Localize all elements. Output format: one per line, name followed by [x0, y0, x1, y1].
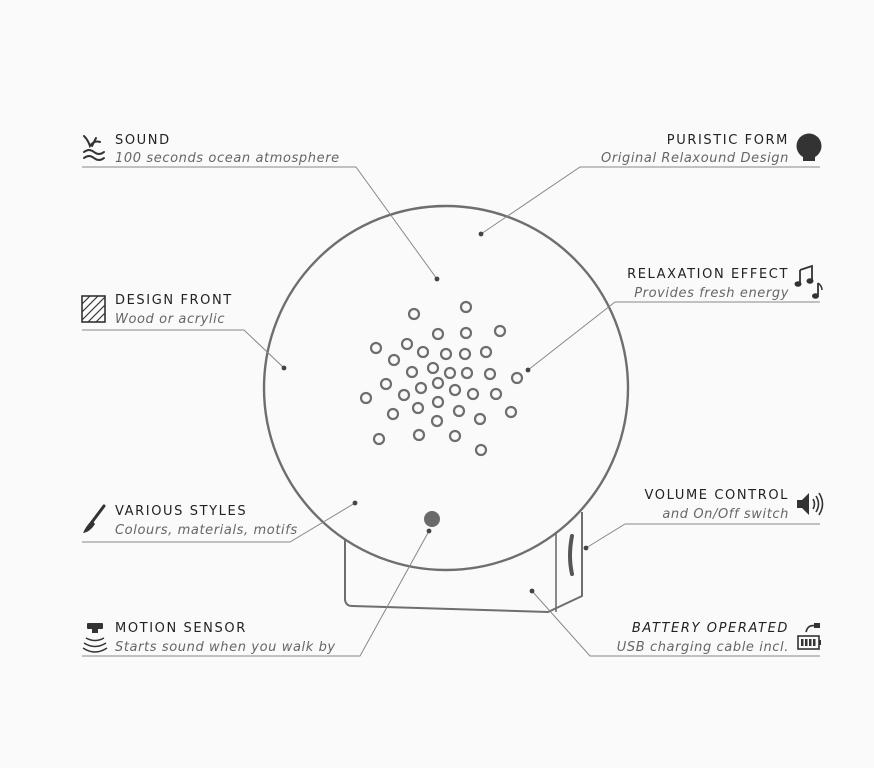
motion-sensor-subtitle: Starts sound when you walk by [115, 640, 336, 655]
speaker-hole [386, 407, 400, 421]
puristic-form-subtitle: Original Relaxound Design [601, 151, 789, 166]
hatched-square-icon [81, 295, 106, 323]
speaker-hole [448, 383, 462, 397]
speaker-hole [397, 388, 411, 402]
leader-lines [82, 166, 820, 657]
speaker-hole [459, 326, 473, 340]
anchor-relaxation-effect [525, 367, 531, 373]
label-motion-sensor: MOTION SENSOR Starts sound when you walk… [115, 621, 336, 655]
anchor-motion-sensor [426, 528, 432, 534]
speaker-hole [448, 429, 462, 443]
speaker-hole [473, 412, 487, 426]
speaker-icon [797, 492, 824, 516]
various-styles-title: VARIOUS STYLES [115, 504, 247, 519]
various-styles-subtitle: Colours, materials, motifs [115, 523, 298, 538]
leader-sound [82, 166, 438, 280]
speaker-hole [416, 345, 430, 359]
label-various-styles: VARIOUS STYLES Colours, materials, motif… [115, 504, 298, 538]
sound-subtitle: 100 seconds ocean atmosphere [115, 151, 340, 166]
leader-battery-operated [531, 590, 820, 657]
leader-design-front [82, 329, 285, 369]
anchor-various-styles [352, 500, 358, 506]
speaker-hole [411, 401, 425, 415]
relaxation-effect-subtitle: Provides fresh energy [634, 286, 789, 301]
speaker-hole [460, 366, 474, 380]
speaker-hole [459, 300, 473, 314]
speaker-hole [439, 347, 453, 361]
speaker-hole [426, 361, 440, 375]
speaker-grille [359, 300, 524, 457]
anchor-volume-control [583, 545, 589, 551]
battery-plug-icon [797, 623, 821, 650]
label-design-front: DESIGN FRONT Wood or acrylic [115, 293, 233, 327]
speaker-hole [458, 347, 472, 361]
device-sphere [262, 204, 630, 572]
speaker-hole [474, 443, 488, 457]
speaker-hole [405, 365, 419, 379]
leader-volume-control [585, 523, 820, 549]
anchor-sound [434, 276, 440, 282]
speaker-hole [510, 371, 524, 385]
brush-icon [83, 504, 106, 533]
battery-operated-title: BATTERY OPERATED [632, 621, 789, 636]
design-front-subtitle: Wood or acrylic [115, 312, 225, 327]
anchor-design-front [281, 365, 287, 371]
speaker-hole [359, 391, 373, 405]
speaker-hole [452, 404, 466, 418]
device-base [344, 512, 583, 614]
music-notes-icon [794, 264, 823, 299]
speaker-hole [407, 307, 421, 321]
sound-title: SOUND [115, 133, 171, 148]
speaker-hole [504, 405, 518, 419]
motion-sensor-title: MOTION SENSOR [115, 621, 247, 636]
volume-wheel [568, 534, 574, 576]
speaker-hole [372, 432, 386, 446]
label-battery-operated: BATTERY OPERATED USB charging cable incl… [617, 621, 789, 655]
battery-operated-subtitle: USB charging cable incl. [617, 640, 789, 655]
speaker-hole [431, 395, 445, 409]
label-puristic-form: PURISTIC FORM Original Relaxound Design [601, 133, 789, 166]
sphere-icon [796, 133, 822, 161]
leader-relaxation-effect [527, 301, 820, 371]
volume-control-title: VOLUME CONTROL [645, 488, 789, 503]
label-volume-control: VOLUME CONTROL and On/Off switch [645, 488, 789, 522]
speaker-hole [466, 387, 480, 401]
speaker-hole [414, 381, 428, 395]
leader-various-styles [82, 502, 356, 543]
volume-control-subtitle: and On/Off switch [662, 507, 789, 522]
puristic-form-title: PURISTIC FORM [667, 133, 789, 148]
speaker-hole [493, 324, 507, 338]
motion-sensor-icon [82, 623, 108, 653]
speaker-hole [443, 366, 457, 380]
anchor-battery-operated [529, 588, 535, 594]
speaker-hole [412, 428, 426, 442]
device-illustration [262, 204, 630, 614]
speaker-hole [430, 414, 444, 428]
speaker-hole [379, 377, 393, 391]
wave-icon [83, 135, 105, 161]
speaker-hole [387, 353, 401, 367]
speaker-hole [400, 337, 414, 351]
motion-sensor-dot [424, 511, 440, 527]
design-front-title: DESIGN FRONT [115, 293, 233, 308]
anchor-puristic-form [478, 231, 484, 237]
speaker-hole [479, 345, 493, 359]
speaker-hole [431, 376, 445, 390]
speaker-hole [483, 367, 497, 381]
relaxation-effect-title: RELAXATION EFFECT [627, 267, 789, 282]
speaker-hole [431, 327, 445, 341]
leader-puristic-form [480, 166, 820, 235]
label-sound: SOUND 100 seconds ocean atmosphere [115, 133, 340, 166]
speaker-hole [369, 341, 383, 355]
leader-motion-sensor [82, 530, 430, 657]
speaker-hole [489, 387, 503, 401]
label-relaxation-effect: RELAXATION EFFECT Provides fresh energy [627, 267, 789, 301]
